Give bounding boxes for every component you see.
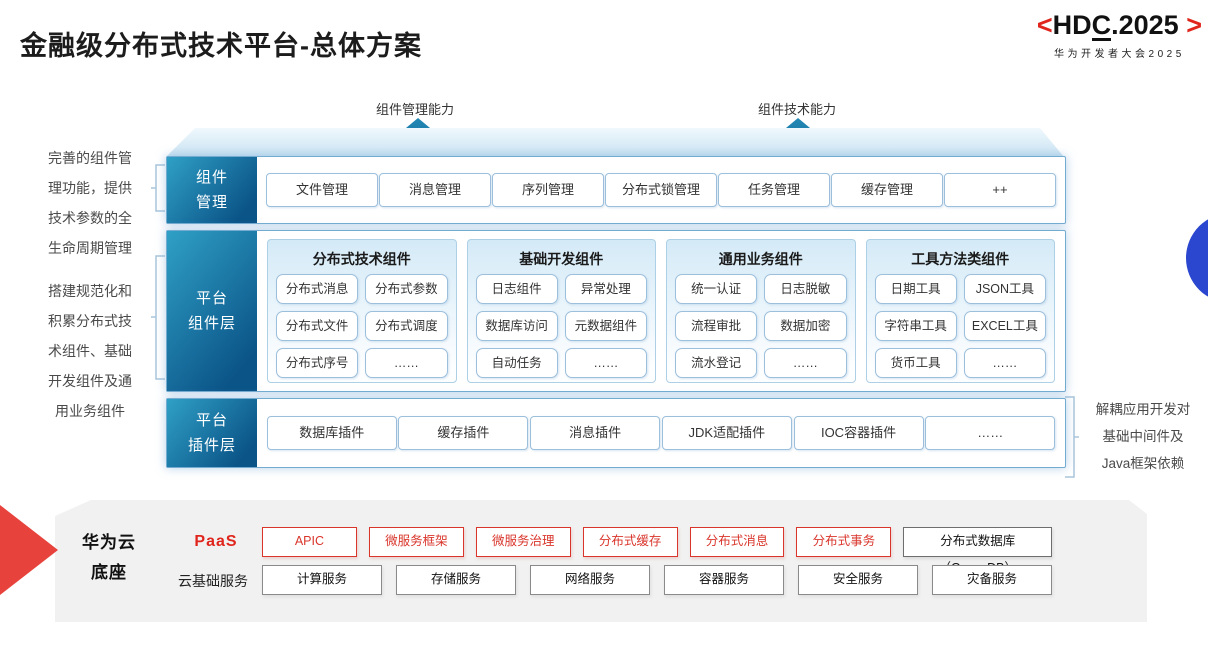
component-box: …… bbox=[963, 348, 1046, 378]
component-box: 日志脱敏 bbox=[764, 274, 847, 304]
component-box: …… bbox=[564, 348, 647, 378]
column-common-business: 通用业务组件 统一认证日志脱敏流程审批数据加密流水登记…… bbox=[666, 239, 856, 383]
cloud-basic-services-label: 云基础服务 bbox=[178, 573, 248, 589]
paas-service-box: 分布式缓存 bbox=[582, 527, 678, 557]
logo-subtitle: 华为开发者大会2025 bbox=[1054, 49, 1185, 60]
capability-label-technology: 组件技术能力 bbox=[757, 102, 836, 117]
hdc-logo-text: <HDC.2025 > bbox=[1037, 10, 1202, 41]
paas-label: PaaS bbox=[194, 533, 238, 550]
logo-left-chevron-icon: < bbox=[1036, 10, 1053, 40]
column-items: 日志组件异常处理数据库访问元数据组件自动任务…… bbox=[475, 274, 647, 378]
component-box: 自动任务 bbox=[475, 348, 558, 378]
column-title: 分布式技术组件 bbox=[312, 251, 411, 267]
right-annotation-decoupling: 解耦应用开发对 基础中间件及 Java框架依赖 bbox=[1095, 402, 1191, 471]
component-box: 流水登记 bbox=[675, 348, 758, 378]
plugin-box: …… bbox=[925, 416, 1056, 450]
component-box: 统一认证 bbox=[675, 274, 758, 304]
layer-row-components: 平台 组件层 分布式技术组件 分布式消息分布式参数分布式文件分布式调度分布式序号… bbox=[166, 230, 1066, 392]
cloud-service-box: 网络服务 bbox=[530, 565, 650, 595]
layer-label-components: 平台 组件层 bbox=[167, 231, 257, 391]
component-box: 分布式调度 bbox=[365, 311, 448, 341]
component-columns: 分布式技术组件 分布式消息分布式参数分布式文件分布式调度分布式序号…… 基础开发… bbox=[257, 231, 1065, 391]
component-box: 消息管理 bbox=[379, 173, 491, 207]
paas-service-boxes: APIC 微服务框架微服务治理分布式缓存分布式消息分布式事务分布式数据库（Gaus… bbox=[262, 527, 1053, 575]
component-box: JSON工具 bbox=[963, 274, 1046, 304]
plugin-box: 缓存插件 bbox=[398, 416, 529, 450]
plugin-box: 数据库插件 bbox=[266, 416, 397, 450]
blue-circle-decoration bbox=[1186, 213, 1208, 303]
huawei-cloud-foundation-panel bbox=[55, 500, 1147, 622]
component-box: ++ bbox=[944, 173, 1056, 207]
logo-c-underlined: C bbox=[1091, 10, 1112, 41]
component-box: 元数据组件 bbox=[564, 311, 647, 341]
component-box: 异常处理 bbox=[564, 274, 647, 304]
column-title: 通用业务组件 bbox=[718, 251, 803, 267]
component-box: 缓存管理 bbox=[831, 173, 943, 207]
component-box: 任务管理 bbox=[718, 173, 830, 207]
page-title: 金融级分布式技术平台-总体方案 bbox=[20, 31, 422, 61]
column-title: 工具方法类组件 bbox=[911, 251, 1010, 267]
column-basic-dev: 基础开发组件 日志组件异常处理数据库访问元数据组件自动任务…… bbox=[466, 239, 656, 383]
cloud-service-box: 安全服务 bbox=[798, 565, 918, 595]
column-title: 基础开发组件 bbox=[519, 251, 604, 267]
cloud-service-boxes: 计算服务存储服务网络服务容器服务安全服务灾备服务 bbox=[262, 565, 1052, 595]
paas-service-box: 微服务框架 bbox=[368, 527, 464, 557]
column-items: 统一认证日志脱敏流程审批数据加密流水登记…… bbox=[675, 274, 847, 378]
paas-service-box: 微服务治理 bbox=[475, 527, 571, 557]
component-box: …… bbox=[365, 348, 448, 378]
plugin-box: IOC容器插件 bbox=[793, 416, 924, 450]
left-annotation-management: 完善的组件管 理功能，提供 技术参数的全 生命周期管理 bbox=[48, 150, 132, 256]
management-items: 文件管理消息管理序列管理分布式锁管理任务管理缓存管理++ bbox=[257, 157, 1065, 223]
hdc-2025-logo: <HDC.2025 > 华为开发者大会2025 bbox=[1037, 10, 1202, 60]
bracket-icon bbox=[1065, 396, 1079, 478]
bracket-icon bbox=[151, 164, 165, 212]
plugin-box: JDK适配插件 bbox=[661, 416, 792, 450]
logo-hd: HD bbox=[1052, 10, 1092, 40]
component-box: 数据加密 bbox=[764, 311, 847, 341]
cloud-service-box: 计算服务 bbox=[262, 565, 382, 595]
component-box: 流程审批 bbox=[675, 311, 758, 341]
column-distributed-tech: 分布式技术组件 分布式消息分布式参数分布式文件分布式调度分布式序号…… bbox=[267, 239, 457, 383]
logo-rest: .2025 bbox=[1111, 10, 1179, 40]
paas-service-box: 分布式事务 bbox=[796, 527, 892, 557]
component-box: 分布式锁管理 bbox=[605, 173, 717, 207]
plugin-box: 消息插件 bbox=[530, 416, 661, 450]
component-box: 分布式消息 bbox=[276, 274, 359, 304]
paas-service-box: 分布式消息 bbox=[689, 527, 785, 557]
component-box: 日志组件 bbox=[475, 274, 558, 304]
left-annotation-components: 搭建规范化和 积累分布式技 术组件、基础 开发组件及通 用业务组件 bbox=[48, 283, 132, 419]
logo-right-chevron-icon: > bbox=[1186, 10, 1202, 40]
component-box: EXCEL工具 bbox=[963, 311, 1046, 341]
component-box: 序列管理 bbox=[492, 173, 604, 207]
layer-label-plugins: 平台 插件层 bbox=[167, 399, 257, 467]
cloud-service-box: 存储服务 bbox=[396, 565, 516, 595]
column-items: 分布式消息分布式参数分布式文件分布式调度分布式序号…… bbox=[276, 274, 448, 378]
paas-service-box: APIC bbox=[262, 527, 357, 557]
component-box: 分布式序号 bbox=[276, 348, 359, 378]
component-box: 字符串工具 bbox=[874, 311, 957, 341]
cloud-service-box: 灾备服务 bbox=[932, 565, 1052, 595]
component-box: 文件管理 bbox=[266, 173, 378, 207]
foundation-label: 华为云 底座 bbox=[82, 533, 136, 582]
paas-service-box: 分布式数据库（GaussDB） bbox=[903, 527, 1053, 575]
component-box: 分布式参数 bbox=[365, 274, 448, 304]
cloud-service-box: 容器服务 bbox=[664, 565, 784, 595]
layer-label-management: 组件 管理 bbox=[167, 157, 257, 223]
capability-label-management: 组件管理能力 bbox=[375, 102, 454, 117]
component-box: 货币工具 bbox=[874, 348, 957, 378]
diagram-top-face bbox=[166, 128, 1064, 157]
red-arrow-icon bbox=[0, 505, 58, 595]
component-box: 分布式文件 bbox=[276, 311, 359, 341]
bracket-icon bbox=[151, 255, 165, 380]
layer-row-management: 组件 管理 文件管理消息管理序列管理分布式锁管理任务管理缓存管理++ bbox=[166, 156, 1066, 224]
component-box: …… bbox=[764, 348, 847, 378]
component-box: 数据库访问 bbox=[475, 311, 558, 341]
component-box: 日期工具 bbox=[874, 274, 957, 304]
